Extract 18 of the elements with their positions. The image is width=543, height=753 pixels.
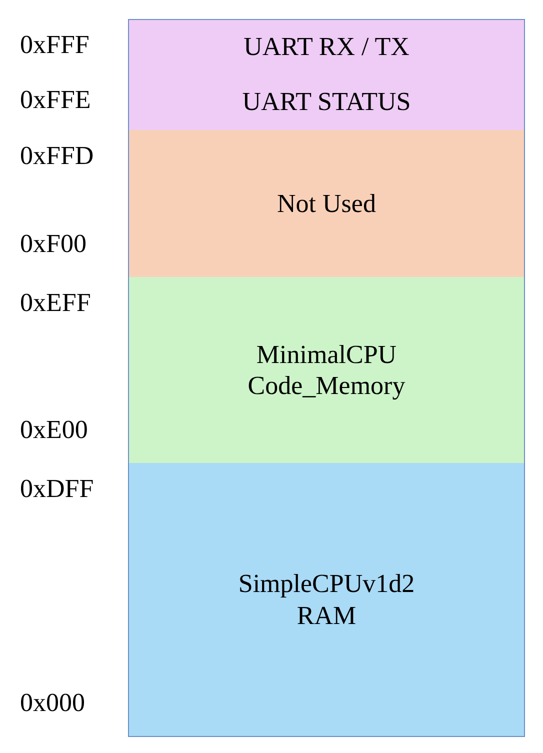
address-label: 0xEFF xyxy=(20,288,91,318)
region-label: SimpleCPUv1d2 RAM xyxy=(237,568,416,631)
memory-region xyxy=(128,277,525,464)
address-label: 0xE00 xyxy=(20,415,88,445)
region-label: Not Used xyxy=(277,188,376,220)
address-label: 0xFFE xyxy=(20,85,91,115)
region-label: UART RX / TX xyxy=(244,31,410,63)
address-label: 0xDFF xyxy=(20,474,94,504)
address-label: 0xFFD xyxy=(20,141,94,171)
region-label: MinimalCPU Code_Memory xyxy=(246,338,406,402)
address-label: 0xF00 xyxy=(20,229,86,259)
memory-region xyxy=(128,130,525,278)
address-label: 0x000 xyxy=(20,688,85,718)
region-label: UART STATUS xyxy=(242,86,411,118)
memory-region xyxy=(128,19,525,75)
memory-region xyxy=(128,463,525,737)
address-label: 0xFFF xyxy=(20,30,90,60)
memory-region xyxy=(128,74,525,131)
